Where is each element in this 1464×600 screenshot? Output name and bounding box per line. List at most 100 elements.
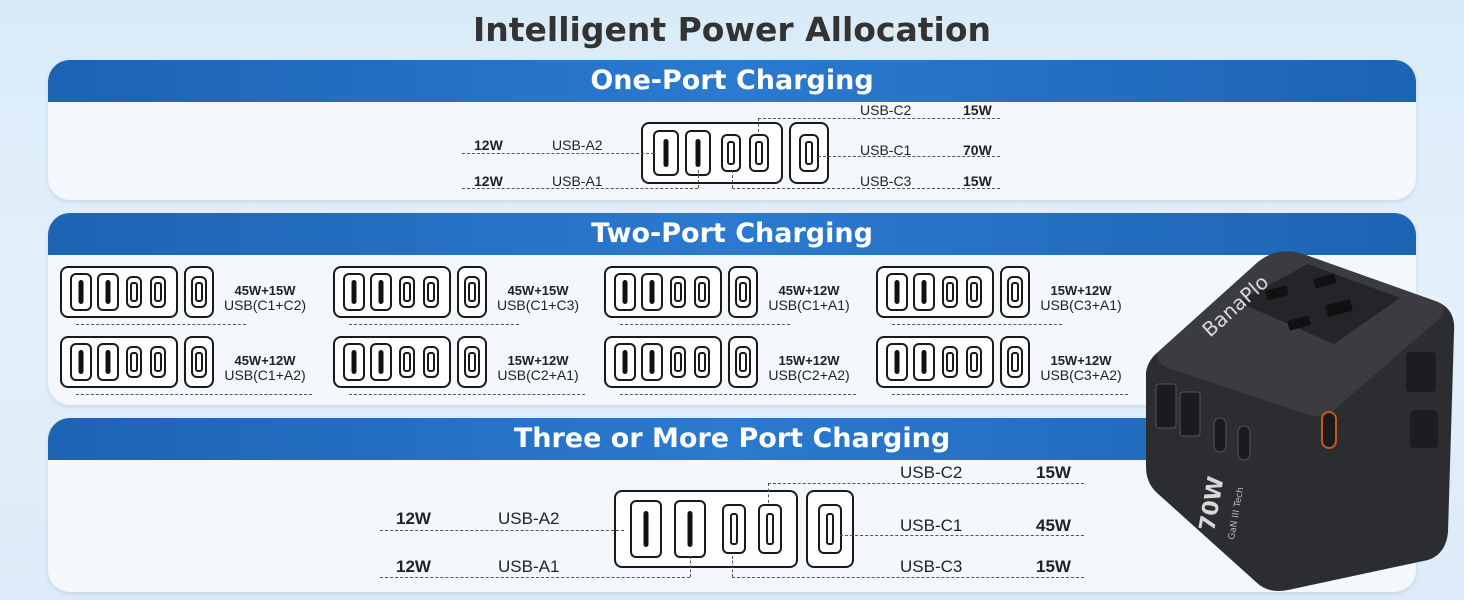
usb-c-port-icon bbox=[966, 276, 982, 308]
usb-c-port-icon bbox=[942, 346, 958, 378]
combo-main-ports bbox=[876, 336, 994, 388]
one-port-c1-port bbox=[789, 122, 829, 184]
one-port-main-ports bbox=[641, 122, 783, 184]
combo-main-ports bbox=[333, 266, 451, 318]
usb-a2-watt: 12W bbox=[396, 509, 431, 528]
combo-watt: 15W+12W bbox=[1050, 353, 1112, 368]
combo-main-ports bbox=[604, 336, 722, 388]
usb-c-port-icon bbox=[1007, 346, 1023, 378]
usb-c1-label: USB-C1 bbox=[900, 516, 963, 535]
combo-watt: 45W+12W bbox=[234, 353, 296, 368]
combo-watt: 15W+12W bbox=[507, 353, 569, 368]
combo-main-ports bbox=[876, 266, 994, 318]
usb-c3-label: USB-C3 bbox=[900, 557, 963, 576]
usb-c-port-icon bbox=[670, 276, 686, 308]
combo-c1-port bbox=[1000, 266, 1030, 318]
usb-c-port-icon bbox=[670, 346, 686, 378]
usb-c3-watt: 15W bbox=[963, 173, 992, 189]
combo-usb: USB(C3+A1) bbox=[1040, 296, 1122, 313]
combo-main-ports bbox=[333, 336, 451, 388]
usb-a-port-icon bbox=[70, 343, 92, 381]
usb-a2-label: USB-A2 bbox=[552, 137, 603, 153]
usb-c-port-icon bbox=[150, 276, 166, 308]
usb-c-port-icon bbox=[191, 346, 207, 378]
usb-a-port-icon bbox=[886, 343, 908, 381]
combo-watt: 45W+15W bbox=[234, 283, 296, 298]
combo-connector-line bbox=[76, 394, 312, 395]
combo-usb: USB(C3+A2) bbox=[1040, 366, 1122, 383]
usb-a1-watt: 12W bbox=[474, 173, 503, 189]
combo-usb: USB(C1+A1) bbox=[768, 296, 850, 313]
usb-c-port-icon bbox=[735, 346, 751, 378]
combo-watt: 45W+12W bbox=[778, 283, 840, 298]
usb-c1-line bbox=[818, 156, 1000, 157]
usb-c1-watt: 70W bbox=[963, 142, 992, 158]
usb-a-port-icon bbox=[614, 273, 636, 311]
combo-connector-line bbox=[76, 324, 246, 325]
usb-a-port-icon bbox=[343, 273, 365, 311]
usb-c2-label: USB-C2 bbox=[900, 463, 963, 482]
usb-c-port-icon bbox=[191, 276, 207, 308]
combo-main-ports bbox=[604, 266, 722, 318]
usb-c1-label: USB-C1 bbox=[860, 142, 912, 158]
usb-c3-port-icon bbox=[721, 134, 741, 172]
usb-c-port-icon bbox=[150, 346, 166, 378]
usb-c3-line bbox=[732, 188, 1000, 189]
combo-connector-line bbox=[349, 324, 519, 325]
usb-c-port-icon bbox=[694, 346, 710, 378]
usb-a-port-icon bbox=[614, 343, 636, 381]
usb-a-port-icon bbox=[70, 273, 92, 311]
usb-c3-port-icon bbox=[722, 504, 746, 554]
usb-c2-watt: 15W bbox=[963, 102, 992, 118]
usb-c-port-icon bbox=[464, 276, 480, 308]
combo-watt: 15W+12W bbox=[778, 353, 840, 368]
usb-c-port-icon bbox=[399, 346, 415, 378]
usb-a-port-icon bbox=[913, 273, 935, 311]
usb-c2-line bbox=[758, 118, 1000, 119]
combo-c1-port bbox=[184, 266, 214, 318]
usb-c-port-icon bbox=[735, 276, 751, 308]
usb-c3-label: USB-C3 bbox=[860, 173, 912, 189]
combo-usb: USB(C1+A2) bbox=[224, 366, 306, 383]
usb-a-port-icon bbox=[641, 273, 663, 311]
usb-a1-port-icon bbox=[674, 500, 706, 558]
usb-a-port-icon bbox=[97, 343, 119, 381]
usb-a1-watt: 12W bbox=[396, 557, 431, 576]
combo-connector-line bbox=[620, 394, 856, 395]
usb-c2-label: USB-C2 bbox=[860, 102, 912, 118]
combo-c1-port bbox=[457, 336, 487, 388]
combo-watt: 15W+12W bbox=[1050, 283, 1112, 298]
usb-c-port-icon bbox=[464, 346, 480, 378]
usb-a2-port-icon bbox=[630, 500, 662, 558]
combo-c1-port bbox=[728, 266, 758, 318]
usb-c2-watt: 15W bbox=[1036, 463, 1071, 482]
one-port-heading: One-Port Charging bbox=[48, 60, 1416, 102]
two-port-heading: Two-Port Charging bbox=[48, 213, 1416, 255]
usb-a-port-icon bbox=[343, 343, 365, 381]
combo-connector-line bbox=[349, 394, 585, 395]
combo-usb: USB(C1+C2) bbox=[223, 296, 307, 313]
combo-usb: USB(C2+A2) bbox=[768, 366, 850, 383]
usb-c2-port-icon bbox=[749, 134, 769, 172]
usb-a1-label: USB-A1 bbox=[552, 173, 603, 189]
usb-c-port-icon bbox=[423, 276, 439, 308]
combo-usb: USB(C1+C3) bbox=[496, 296, 580, 313]
usb-a-port-icon bbox=[370, 343, 392, 381]
travel-adapter-image: BanaPlo 70W GaN III Tech bbox=[1146, 251, 1455, 592]
usb-c1-port-icon bbox=[799, 134, 819, 172]
usb-c-port-icon bbox=[399, 276, 415, 308]
usb-a2-label: USB-A2 bbox=[498, 509, 560, 528]
usb-c-port-icon bbox=[126, 276, 142, 308]
usb-c-port-icon bbox=[423, 346, 439, 378]
usb-a2-port-icon bbox=[653, 130, 679, 176]
usb-a1-line bbox=[462, 188, 698, 189]
usb-c-port-icon bbox=[1007, 276, 1023, 308]
